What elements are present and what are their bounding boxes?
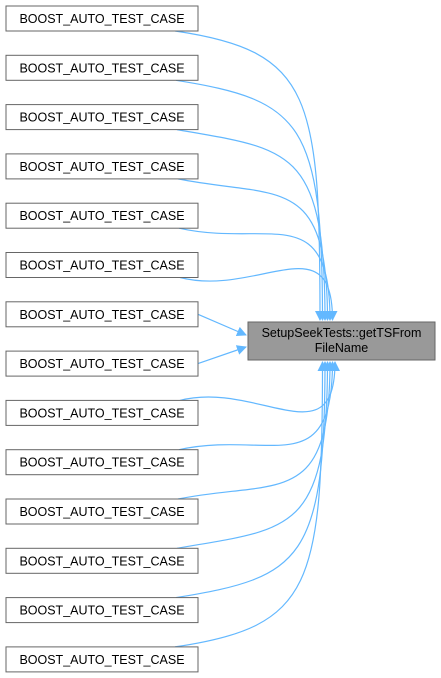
caller-node-label: BOOST_AUTO_TEST_CASE bbox=[19, 653, 184, 667]
caller-node[interactable]: BOOST_AUTO_TEST_CASE bbox=[5, 301, 199, 328]
call-edge bbox=[175, 361, 330, 599]
caller-node-box[interactable] bbox=[5, 5, 199, 32]
call-edge bbox=[176, 129, 330, 321]
call-edge bbox=[175, 79, 328, 321]
call-edge bbox=[174, 361, 328, 648]
caller-node-label: BOOST_AUTO_TEST_CASE bbox=[19, 604, 184, 618]
caller-node-box[interactable] bbox=[5, 597, 199, 624]
caller-node[interactable]: BOOST_AUTO_TEST_CASE bbox=[5, 350, 199, 377]
caller-node-box[interactable] bbox=[5, 54, 199, 81]
caller-node-label: BOOST_AUTO_TEST_CASE bbox=[19, 111, 184, 125]
caller-node-box[interactable] bbox=[5, 449, 199, 476]
caller-node-label: BOOST_AUTO_TEST_CASE bbox=[19, 554, 184, 568]
call-edge bbox=[179, 268, 338, 321]
call-edge bbox=[178, 361, 338, 451]
caller-node-label: BOOST_AUTO_TEST_CASE bbox=[19, 209, 184, 223]
caller-node-box[interactable] bbox=[5, 202, 199, 229]
caller-node[interactable]: BOOST_AUTO_TEST_CASE bbox=[5, 449, 199, 476]
edges bbox=[174, 30, 340, 648]
caller-node-box[interactable] bbox=[5, 498, 199, 525]
call-edge bbox=[177, 178, 333, 321]
caller-node-box[interactable] bbox=[5, 104, 199, 131]
call-edge bbox=[197, 313, 247, 337]
caller-node[interactable]: BOOST_AUTO_TEST_CASE bbox=[5, 547, 199, 574]
call-edge bbox=[197, 345, 247, 365]
call-edge bbox=[177, 361, 335, 500]
caller-node[interactable]: BOOST_AUTO_TEST_CASE bbox=[5, 597, 199, 624]
caller-node-box[interactable] bbox=[5, 153, 199, 180]
caller-node-label: BOOST_AUTO_TEST_CASE bbox=[19, 456, 184, 470]
caller-node-label: BOOST_AUTO_TEST_CASE bbox=[19, 505, 184, 519]
target-node[interactable]: SetupSeekTests::getTSFrom FileName bbox=[247, 321, 436, 361]
caller-node-label: BOOST_AUTO_TEST_CASE bbox=[19, 357, 184, 371]
caller-node[interactable]: BOOST_AUTO_TEST_CASE bbox=[5, 202, 199, 229]
target-node-label-line1: SetupSeekTests::getTSFrom bbox=[262, 326, 422, 340]
caller-node-box[interactable] bbox=[5, 646, 199, 673]
caller-node[interactable]: BOOST_AUTO_TEST_CASE bbox=[5, 153, 199, 180]
caller-node-box[interactable] bbox=[5, 252, 199, 278]
caller-node[interactable]: BOOST_AUTO_TEST_CASE bbox=[5, 104, 199, 131]
caller-node[interactable]: BOOST_AUTO_TEST_CASE bbox=[5, 54, 199, 81]
target-node-box[interactable] bbox=[247, 321, 436, 361]
caller-node-label: BOOST_AUTO_TEST_CASE bbox=[19, 160, 184, 174]
caller-node-label: BOOST_AUTO_TEST_CASE bbox=[19, 406, 184, 420]
caller-node[interactable]: BOOST_AUTO_TEST_CASE bbox=[5, 498, 199, 525]
caller-node[interactable]: BOOST_AUTO_TEST_CASE bbox=[5, 646, 199, 673]
caller-node[interactable]: BOOST_AUTO_TEST_CASE bbox=[5, 252, 199, 278]
caller-node-box[interactable] bbox=[5, 399, 199, 426]
caller-node[interactable]: BOOST_AUTO_TEST_CASE bbox=[5, 399, 199, 426]
call-edge bbox=[179, 361, 340, 413]
caller-node-label: BOOST_AUTO_TEST_CASE bbox=[19, 259, 184, 273]
caller-node-box[interactable] bbox=[5, 350, 199, 377]
call-edge bbox=[178, 227, 335, 321]
target-node-label-line2: FileName bbox=[315, 341, 369, 355]
call-edge bbox=[176, 361, 333, 549]
caller-node-box[interactable] bbox=[5, 301, 199, 328]
caller-node-label: BOOST_AUTO_TEST_CASE bbox=[19, 12, 184, 26]
caller-nodes: BOOST_AUTO_TEST_CASE BOOST_AUTO_TEST_CASE… bbox=[5, 5, 199, 673]
caller-node-box[interactable] bbox=[5, 547, 199, 574]
caller-node-label: BOOST_AUTO_TEST_CASE bbox=[19, 308, 184, 322]
caller-node[interactable]: BOOST_AUTO_TEST_CASE bbox=[5, 5, 199, 32]
caller-node-label: BOOST_AUTO_TEST_CASE bbox=[19, 61, 184, 75]
